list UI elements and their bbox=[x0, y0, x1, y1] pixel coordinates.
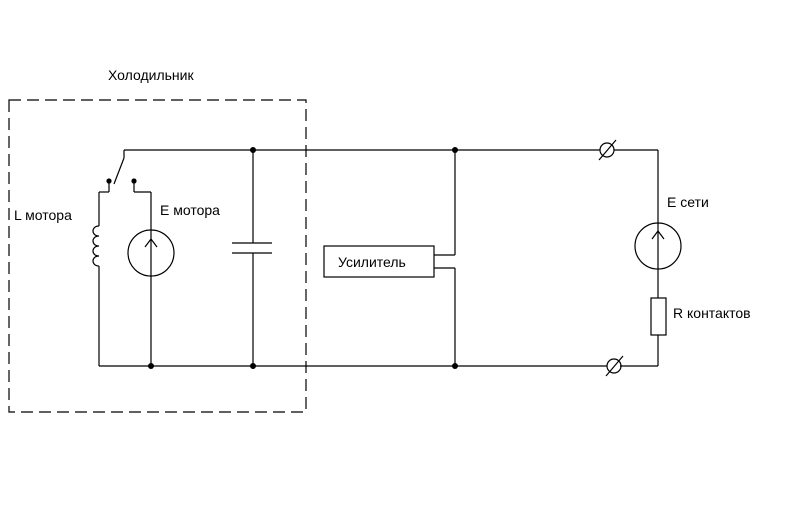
amplifier-box: Усилитель bbox=[323, 147, 458, 369]
amplifier-label: Усилитель bbox=[338, 254, 406, 270]
e-motor-label: E мотора bbox=[160, 202, 220, 218]
terminal-icon bbox=[598, 139, 617, 161]
mains-branch bbox=[634, 150, 682, 366]
current-source-icon bbox=[127, 192, 175, 369]
r-contacts-label: R контактов bbox=[673, 305, 751, 321]
e-mains-label: E сети bbox=[667, 194, 709, 210]
l-motor-label: L мотора bbox=[14, 207, 72, 223]
fridge-label: Холодильник bbox=[108, 67, 194, 83]
switch-icon bbox=[99, 150, 151, 193]
capacitor-icon bbox=[232, 147, 272, 369]
fridge-boundary bbox=[8, 99, 307, 413]
resistor-icon bbox=[650, 297, 667, 336]
current-source-icon bbox=[634, 222, 682, 270]
inductor-icon bbox=[92, 192, 100, 366]
terminal-icon bbox=[605, 355, 624, 377]
